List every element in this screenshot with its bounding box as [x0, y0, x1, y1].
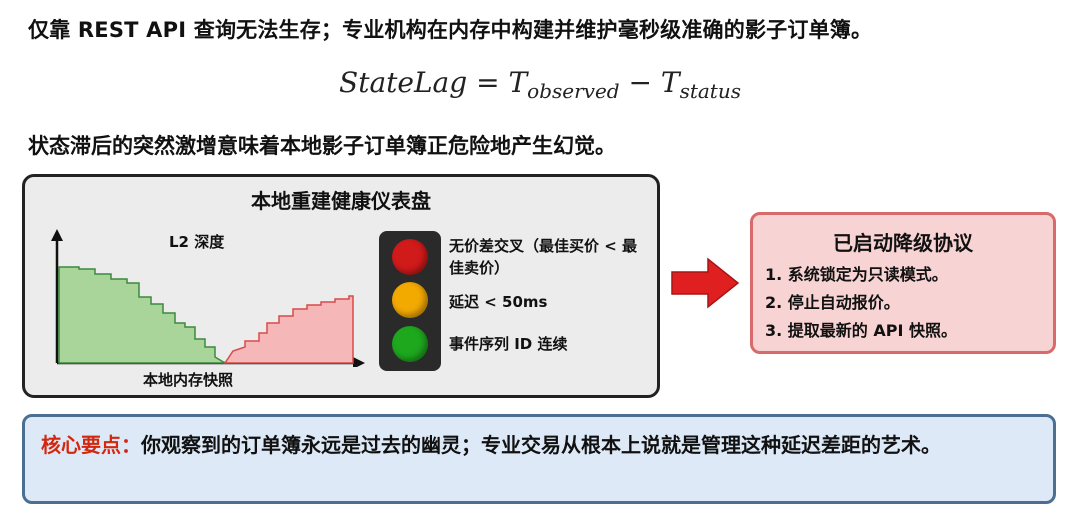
dashboard-title: 本地重建健康仪表盘 — [251, 189, 431, 213]
condition-latency: 延迟 < 50ms — [449, 293, 548, 311]
takeaway-body: 你观察到的订单簿永远是过去的幽灵；专业交易从根本上说就是管理这种延迟差距的艺术。 — [141, 433, 941, 457]
degradation-protocol-box: 已启动降级协议 1. 系统锁定为只读模式。 2. 停止自动报价。 3. 提取最新… — [750, 212, 1056, 354]
takeaway-key-label: 核心要点： — [41, 433, 141, 457]
protocol-step: 1. 系统锁定为只读模式。 — [765, 265, 948, 284]
bid-depth-area — [58, 266, 228, 364]
chart-label-l2-depth: L2 深度 — [169, 233, 225, 251]
chart-y-axis-arrowhead — [51, 229, 63, 241]
condition-spread-cross: 无价差交叉（最佳买价 < 最佳卖价） — [449, 237, 638, 277]
protocol-title: 已启动降级协议 — [833, 231, 973, 255]
protocol-steps: 1. 系统锁定为只读模式。 2. 停止自动报价。 3. 提取最新的 API 快照… — [765, 261, 957, 345]
condition-sequence-id: 事件序列 ID 连续 — [449, 335, 568, 353]
key-takeaway-box: 核心要点：你观察到的订单簿永远是过去的幽灵；专业交易从根本上说就是管理这种延迟差… — [22, 414, 1056, 504]
ask-depth-area — [223, 295, 354, 364]
chart-x-axis-arrowhead — [353, 357, 365, 367]
subline: 状态滞后的突然激增意味着本地影子订单簿正危险地产生幻觉。 — [28, 134, 616, 158]
state-lag-formula: StateLag = Tobserved − Tstatus — [0, 66, 1080, 103]
formula-t-observed: Tobserved — [508, 66, 620, 103]
headline: 仅靠 REST API 查询无法生存；专业机构在内存中构建并维护毫秒级准确的影子… — [28, 18, 873, 42]
traffic-light — [379, 231, 441, 371]
depth-chart — [51, 229, 365, 367]
formula-minus: − — [628, 66, 652, 99]
protocol-step: 2. 停止自动报价。 — [765, 293, 900, 312]
protocol-step: 3. 提取最新的 API 快照。 — [765, 321, 957, 340]
red-light-icon — [392, 239, 428, 275]
formula-equals: = — [476, 66, 500, 99]
takeaway-text: 核心要点：你观察到的订单簿永远是过去的幽灵；专业交易从根本上说就是管理这种延迟差… — [41, 429, 1041, 461]
formula-t-status: Tstatus — [660, 66, 741, 103]
right-arrow-icon — [671, 257, 740, 309]
chart-label-snapshot: 本地内存快照 — [143, 371, 234, 389]
formula-lhs: StateLag — [339, 66, 468, 99]
green-light-icon — [392, 326, 428, 362]
yellow-light-icon — [392, 282, 428, 318]
health-dashboard: 本地重建健康仪表盘 L2 深度 本地内存快照 无价差交叉（最佳买价 < 最佳卖价… — [22, 174, 660, 398]
